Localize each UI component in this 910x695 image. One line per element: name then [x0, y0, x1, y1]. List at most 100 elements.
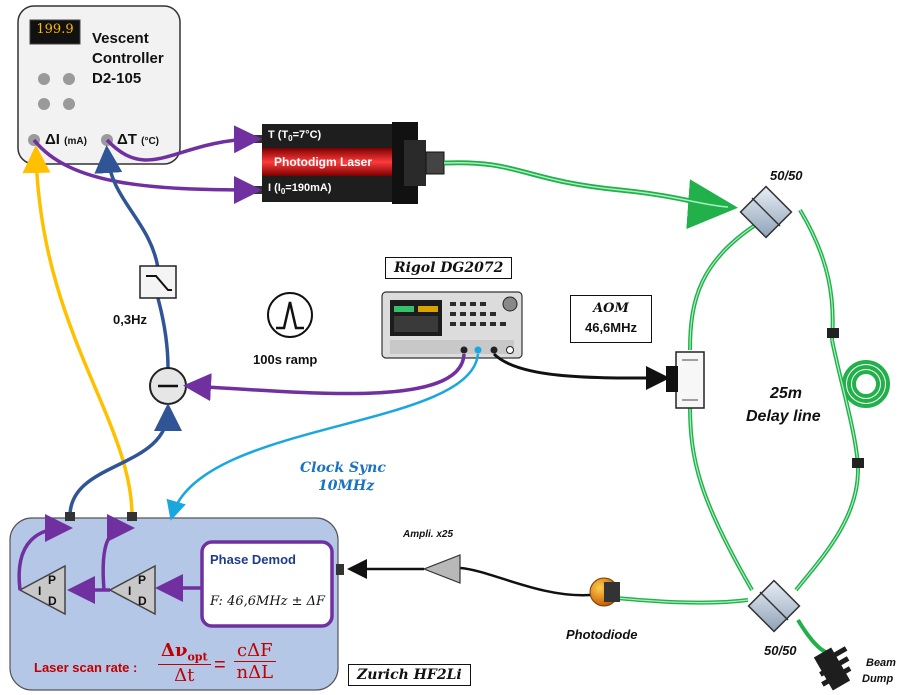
- amplifier-label: Ampli. x25: [403, 529, 454, 540]
- generator-power: [506, 346, 514, 354]
- generator-screen-trace: [394, 306, 414, 312]
- ramp-icon-wave: [276, 301, 304, 330]
- pid2-i: I: [128, 584, 132, 598]
- phase-demod-frequency: F: 46,6MHz ± ΔF: [210, 594, 326, 609]
- formula-rhs-num: cΔF: [234, 640, 276, 662]
- controller-title-line2: Controller: [92, 50, 164, 67]
- laser-i-prefix: I (I: [268, 182, 281, 194]
- generator-label: Rigol DG2072: [385, 257, 513, 279]
- delta-i-symbol: ΔI: [45, 131, 60, 148]
- laser-name: Photodigm Laser: [274, 155, 373, 169]
- pid2-d: D: [138, 594, 147, 608]
- delta-i-unit: (mA): [64, 136, 87, 147]
- ramp-label: 100s ramp: [253, 352, 318, 367]
- controller-display-value: 199.9: [36, 22, 74, 37]
- phase-demod-title: Phase Demod: [210, 552, 296, 567]
- beam-dump-label-2: Dump: [862, 673, 894, 685]
- laser-t-prefix: T (T: [268, 129, 289, 141]
- laser-head-ring: [404, 140, 426, 186]
- laser-nozzle: [425, 151, 445, 175]
- generator-output-1: [460, 346, 468, 354]
- pid1-d: D: [48, 594, 57, 608]
- scan-rate-label: Laser scan rate :: [34, 660, 138, 675]
- controller-knob: [63, 98, 75, 110]
- controller-title-line1: Vescent: [92, 30, 149, 47]
- lockin-input-port: [336, 564, 344, 575]
- lockin-name: Zurich HF2Li: [348, 664, 471, 686]
- photodiode-device: [589, 577, 620, 607]
- clock-sync-label-2: 10MHz: [318, 478, 375, 494]
- aom-label: AOM 46,6MHz: [570, 295, 652, 343]
- generator-lower-panel: [390, 340, 514, 354]
- laser-red-band: [262, 148, 392, 176]
- cable-photodiode-to-amp: [459, 566, 591, 597]
- lockin-output-port-2: [127, 512, 137, 521]
- formula-nu: Δν: [161, 640, 188, 661]
- laser-t-sub: 0: [288, 134, 293, 144]
- formula-opt: opt: [187, 650, 208, 664]
- filter-label: 0,3Hz: [113, 312, 147, 327]
- laser-t-label: T (T0=7°C): [268, 129, 321, 143]
- controller-knob: [38, 73, 50, 85]
- phase-demod-box: [200, 540, 334, 628]
- delta-t-symbol: ΔT: [117, 131, 137, 148]
- delay-line-label-2: Delay line: [746, 408, 821, 425]
- formula-lhs-num: Δνopt: [158, 640, 211, 665]
- formula-lhs-den: Δt: [174, 664, 195, 686]
- pid1-p: P: [48, 573, 57, 587]
- delay-line-label-1: 25m: [770, 385, 803, 402]
- coupler-bottom-label: 50/50: [764, 643, 797, 658]
- formula-equals: =: [214, 654, 226, 676]
- lowpass-filter-box: [139, 265, 177, 299]
- cable-generator-to-aom: [492, 352, 670, 391]
- coupler-top-label: 50/50: [770, 168, 803, 183]
- generator-screen-trace: [418, 306, 438, 312]
- coupler-bottom: [747, 579, 801, 633]
- controller-delta-i: ΔI (mA): [45, 131, 87, 148]
- laser-i-sub: 0: [280, 187, 286, 197]
- coupler-top: [739, 185, 793, 239]
- controller-display: [29, 19, 81, 45]
- cable-blue-to-delta-t: [94, 145, 160, 269]
- generator-output-3: [490, 346, 498, 354]
- formula-rhs: cΔF nΔL: [234, 640, 276, 683]
- generator-knob: [502, 296, 518, 312]
- beam-dump: [813, 646, 852, 691]
- cable-blue-filter-to-delta-t: [156, 297, 170, 369]
- controller-title-line3: D2-105: [92, 70, 142, 87]
- fiber-connector: [852, 458, 864, 468]
- controller-delta-t: ΔT (°C): [117, 131, 159, 148]
- beam-dump-label-1: Beam: [866, 657, 896, 669]
- ramp-icon-circle: [267, 292, 313, 338]
- clock-sync-label-1: Clock Sync: [300, 460, 386, 476]
- cable-blue-pid-to-subtractor: [68, 403, 182, 517]
- cable-yellow-pid-to-delta-i: [22, 145, 134, 517]
- generator-output-2: [474, 346, 482, 354]
- pid2-p: P: [138, 573, 147, 587]
- aom-label-line1: AOM: [593, 301, 629, 316]
- generator-screen-panel: [394, 316, 438, 332]
- pid-block-1: [18, 564, 66, 616]
- lowpass-filter-icon: [146, 275, 172, 291]
- aom-label-line2: 46,6MHz: [584, 320, 638, 335]
- laser-i-label: I (I0=190mA): [268, 182, 331, 196]
- amplifier-triangle: [422, 554, 461, 584]
- fiber-connector: [827, 328, 839, 338]
- controller-knob: [38, 98, 50, 110]
- photodiode-label: Photodiode: [566, 627, 638, 642]
- cable-generator-to-subtractor: [183, 353, 466, 402]
- formula-lhs: Δνopt Δt: [158, 640, 211, 686]
- generator-buttons: [450, 302, 506, 326]
- laser-i-value: =190mA): [285, 182, 332, 194]
- aom-device: [666, 351, 705, 409]
- formula-rhs-den: nΔL: [236, 662, 274, 683]
- laser-t-value: =7°C): [292, 129, 322, 141]
- pid1-i: I: [38, 584, 42, 598]
- arrow-pid1-loop: [17, 514, 73, 591]
- delta-t-unit: (°C): [141, 136, 160, 147]
- cable-clock-sync: [166, 353, 480, 521]
- controller-knob: [63, 73, 75, 85]
- fiber-network: [615, 208, 890, 654]
- arrow-pid2-loop: [101, 514, 135, 591]
